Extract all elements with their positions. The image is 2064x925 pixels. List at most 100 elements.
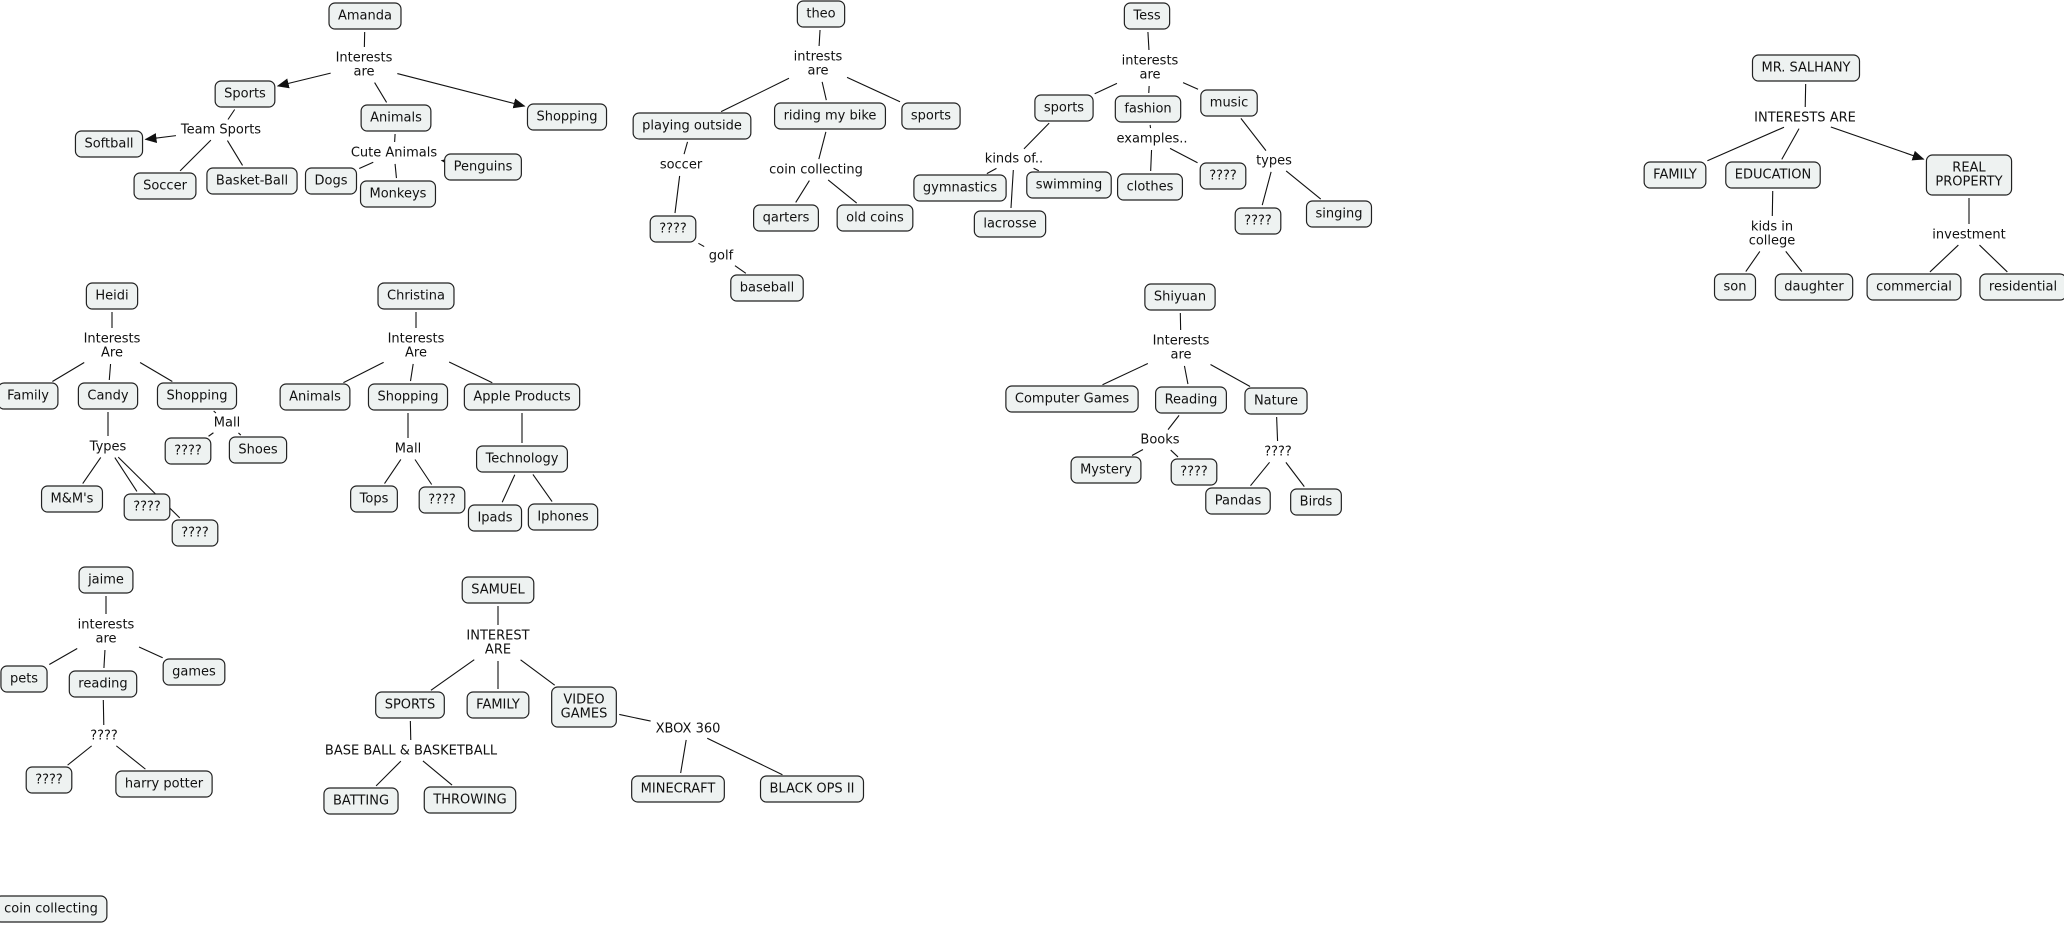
concept-node-a-soccer[interactable]: Soccer (133, 172, 197, 200)
concept-node-ts-sports[interactable]: sports (1034, 94, 1094, 122)
concept-node-sa-family[interactable]: FAMILY (466, 691, 530, 719)
concept-node-c-tech[interactable]: Technology (475, 445, 569, 473)
concept-node-c-shopping[interactable]: Shopping (367, 383, 449, 411)
concept-node-theo[interactable]: theo (796, 0, 846, 28)
concept-node-sh-reading[interactable]: Reading (1155, 386, 1227, 414)
concept-node-sh-mystery[interactable]: Mystery (1070, 456, 1142, 484)
concept-node-ts-q1[interactable]: ???? (1199, 162, 1247, 190)
concept-node-ts-q2[interactable]: ???? (1234, 207, 1282, 235)
concept-node-c-apple[interactable]: Apple Products (463, 383, 581, 411)
linking-phrase-l-t-golf: golf (709, 249, 734, 264)
j-q-node-text: ???? (35, 773, 63, 788)
connector-l-ts-int-to-ts-sports (1094, 82, 1118, 95)
concept-node-a-softball[interactable]: Softball (74, 130, 144, 158)
concept-node-ts-clothes[interactable]: clothes (1116, 173, 1184, 201)
concept-node-h-shoes[interactable]: Shoes (228, 436, 288, 464)
concept-node-box (526, 103, 608, 131)
t-bike-node-text: riding my bike (784, 109, 877, 124)
ts-clothes-node-text: clothes (1127, 180, 1174, 195)
concept-node-a-penguins[interactable]: Penguins (444, 153, 522, 181)
concept-node-ts-fashion[interactable]: fashion (1114, 95, 1182, 123)
concept-node-a-shopping[interactable]: Shopping (526, 103, 608, 131)
concept-node-ts-swim[interactable]: swimming (1026, 171, 1112, 199)
concept-node-sh-nature[interactable]: Nature (1244, 387, 1308, 415)
l-j-q-label-text: ???? (90, 729, 118, 744)
concept-node-h-candy[interactable]: Candy (77, 382, 139, 410)
concept-node-s-commercial[interactable]: commercial (1866, 273, 1962, 301)
concept-node-c-iphones[interactable]: Iphones (527, 503, 599, 531)
concept-node-s-family[interactable]: FAMILY (1643, 161, 1707, 189)
concept-node-ts-singing[interactable]: singing (1305, 200, 1373, 228)
concept-node-ts-gym[interactable]: gymnastics (913, 174, 1007, 202)
concept-node-s-son[interactable]: son (1713, 273, 1757, 301)
concept-node-sa-minecraft[interactable]: MINECRAFT (631, 775, 725, 803)
concept-node-shiyuan[interactable]: Shiyuan (1144, 283, 1216, 311)
concept-node-sh-q[interactable]: ???? (1170, 458, 1218, 486)
connector-l-sa-xbox-to-sa-blackops (706, 737, 783, 776)
concept-node-j-games[interactable]: games (162, 658, 226, 686)
concept-node-amanda[interactable]: Amanda (328, 2, 402, 30)
linking-phrase-l-sa-bb: BASE BALL & BASKETBALL (325, 744, 498, 759)
concept-node-tess[interactable]: Tess (1123, 2, 1171, 30)
concept-node-coin[interactable]: coin collecting (0, 895, 108, 923)
concept-node-sa-sports[interactable]: SPORTS (375, 691, 445, 719)
concept-node-h-q3[interactable]: ???? (171, 519, 219, 547)
c-animals-node-text: Animals (289, 390, 341, 405)
concept-node-t-sports[interactable]: sports (901, 102, 961, 130)
concept-node-t-qarters[interactable]: qarters (753, 204, 819, 232)
concept-node-c-ipads[interactable]: Ipads (467, 504, 523, 532)
concept-node-a-animals[interactable]: Animals (360, 104, 432, 132)
concept-node-ts-lacrosse[interactable]: lacrosse (973, 210, 1047, 238)
concept-node-a-basketball[interactable]: Basket-Ball (206, 167, 298, 195)
concept-node-a-sports[interactable]: Sports (214, 80, 276, 108)
concept-node-h-shopping[interactable]: Shopping (156, 382, 238, 410)
c-iphones-node-text: Iphones (537, 510, 589, 525)
concept-node-j-q[interactable]: ???? (25, 766, 73, 794)
concept-node-jaime[interactable]: jaime (78, 566, 134, 594)
concept-node-j-pets[interactable]: pets (0, 665, 48, 693)
concept-node-t-bike[interactable]: riding my bike (773, 102, 887, 130)
concept-node-j-reading[interactable]: reading (68, 670, 138, 698)
concept-node-s-daughter[interactable]: daughter (1774, 273, 1854, 301)
concept-node-sa-batting[interactable]: BATTING (323, 787, 399, 815)
concept-node-s-education[interactable]: EDUCATION (1725, 161, 1821, 189)
concept-node-sh-pandas[interactable]: Pandas (1205, 487, 1271, 515)
concept-node-a-monkeys[interactable]: Monkeys (359, 180, 437, 208)
concept-node-sa-throwing[interactable]: THROWING (423, 786, 517, 814)
concept-node-box (730, 274, 804, 302)
concept-node-box (85, 282, 139, 310)
concept-node-t-oldcoins[interactable]: old coins (836, 204, 914, 232)
concept-node-c-tops[interactable]: Tops (350, 485, 398, 513)
linking-phrase-l-ts-ex: examples.. (1117, 132, 1188, 147)
concept-node-sa-blackops[interactable]: BLACK OPS II (759, 775, 865, 803)
linking-phrase-l-h-types: Types (89, 440, 127, 455)
linking-phrase-l-a-team: Team Sports (180, 123, 261, 138)
concept-node-salhany[interactable]: MR. SALHANY (1751, 54, 1861, 82)
concept-node-s-residential[interactable]: residential (1979, 273, 2064, 301)
concept-node-h-q2[interactable]: ???? (123, 493, 171, 521)
connector-l-ts-types-to-ts-singing (1285, 170, 1322, 200)
t-sports-node-text: sports (911, 109, 951, 124)
concept-node-ts-music[interactable]: music (1200, 89, 1258, 117)
concept-node-christina[interactable]: Christina (377, 282, 455, 310)
a-shopping-node-text: Shopping (536, 110, 597, 125)
concept-node-a-dogs[interactable]: Dogs (304, 167, 358, 195)
concept-node-c-q[interactable]: ???? (418, 486, 466, 514)
concept-node-samuel[interactable]: SAMUEL (461, 576, 535, 604)
connector-l-j-q-to-j-hp (115, 745, 146, 770)
concept-node-c-animals[interactable]: Animals (279, 383, 351, 411)
concept-node-t-playing[interactable]: playing outside (632, 112, 752, 140)
concept-node-h-mms[interactable]: M&M's (40, 485, 104, 513)
concept-node-t-q[interactable]: ???? (649, 215, 697, 243)
concept-node-t-baseball[interactable]: baseball (730, 274, 804, 302)
concept-node-sh-birds[interactable]: Birds (1290, 488, 1342, 516)
concept-node-j-hp[interactable]: harry potter (115, 770, 213, 798)
l-t-golf-label-text: golf (709, 249, 734, 264)
concept-node-h-q1[interactable]: ???? (164, 437, 212, 465)
concept-node-heidi[interactable]: Heidi (85, 282, 139, 310)
concept-node-h-family[interactable]: Family (0, 382, 59, 410)
concept-node-sh-games[interactable]: Computer Games (1005, 385, 1139, 413)
